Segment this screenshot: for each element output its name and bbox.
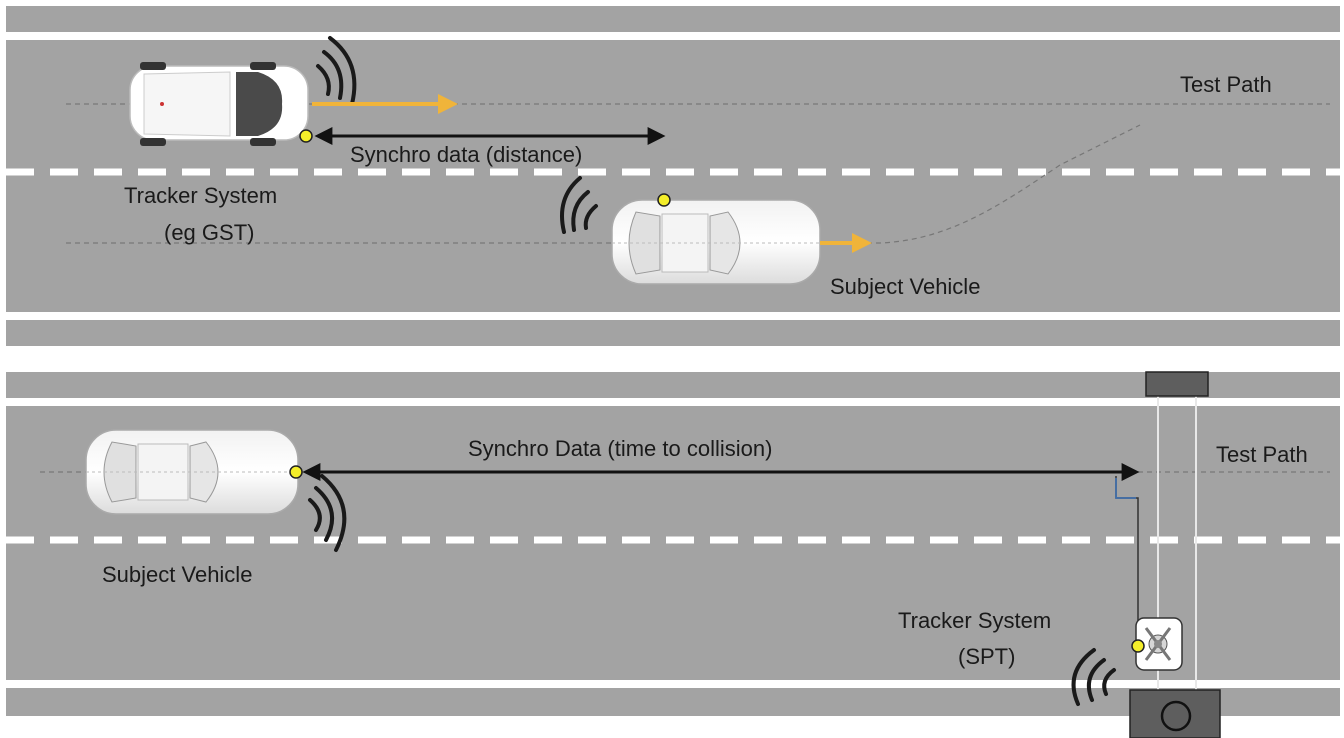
bottom-road-edge-lower bbox=[6, 680, 1340, 688]
bottom-tracker-label-line2: (SPT) bbox=[958, 644, 1015, 669]
pedestrian-target-icon bbox=[1135, 617, 1183, 671]
bottom-road-edge-upper bbox=[6, 398, 1340, 406]
top-road-edge-upper bbox=[6, 32, 1340, 40]
top-tracker-label-line2: (eg GST) bbox=[164, 220, 254, 245]
top-road-edge-lower bbox=[6, 312, 1340, 320]
top-tracker-sensor-dot bbox=[299, 129, 313, 143]
top-synchro-label: Synchro data (distance) bbox=[350, 142, 582, 167]
top-subject-vehicle-icon bbox=[611, 199, 821, 285]
top-scenario-panel: Synchro data (distance) Tracker System (… bbox=[6, 6, 1340, 346]
bottom-subject-vehicle-icon bbox=[85, 429, 299, 515]
bottom-subject-signal-waves-icon bbox=[308, 474, 347, 552]
bottom-subject-label: Subject Vehicle bbox=[102, 562, 252, 587]
bottom-synchro-label: Synchro Data (time to collision) bbox=[468, 436, 772, 461]
tracker-vehicle-icon bbox=[129, 62, 309, 146]
top-subject-label: Subject Vehicle bbox=[830, 274, 980, 299]
bottom-subject-sensor-dot bbox=[289, 465, 303, 479]
camera-box-icon bbox=[1129, 689, 1221, 738]
spt-signal-waves-icon bbox=[1071, 648, 1116, 706]
bottom-scenario-panel: Synchro Data (time to collision) Test Pa… bbox=[6, 371, 1340, 738]
top-subject-signal-waves-icon bbox=[560, 176, 598, 234]
spt-corner-marker bbox=[1115, 478, 1136, 499]
top-tracker-label-line1: Tracker System bbox=[124, 183, 277, 208]
top-subject-path-line bbox=[66, 124, 1141, 244]
bottom-tracker-label-line1: Tracker System bbox=[898, 608, 1051, 633]
top-tracker-signal-waves-icon bbox=[316, 36, 357, 106]
top-subject-sensor-dot bbox=[657, 193, 671, 207]
spt-sensor-dot bbox=[1131, 639, 1145, 653]
top-test-path-label: Test Path bbox=[1180, 72, 1272, 97]
spt-top-anchor bbox=[1145, 371, 1209, 397]
bottom-test-path-label: Test Path bbox=[1216, 442, 1308, 467]
top-road-surface bbox=[6, 6, 1340, 346]
